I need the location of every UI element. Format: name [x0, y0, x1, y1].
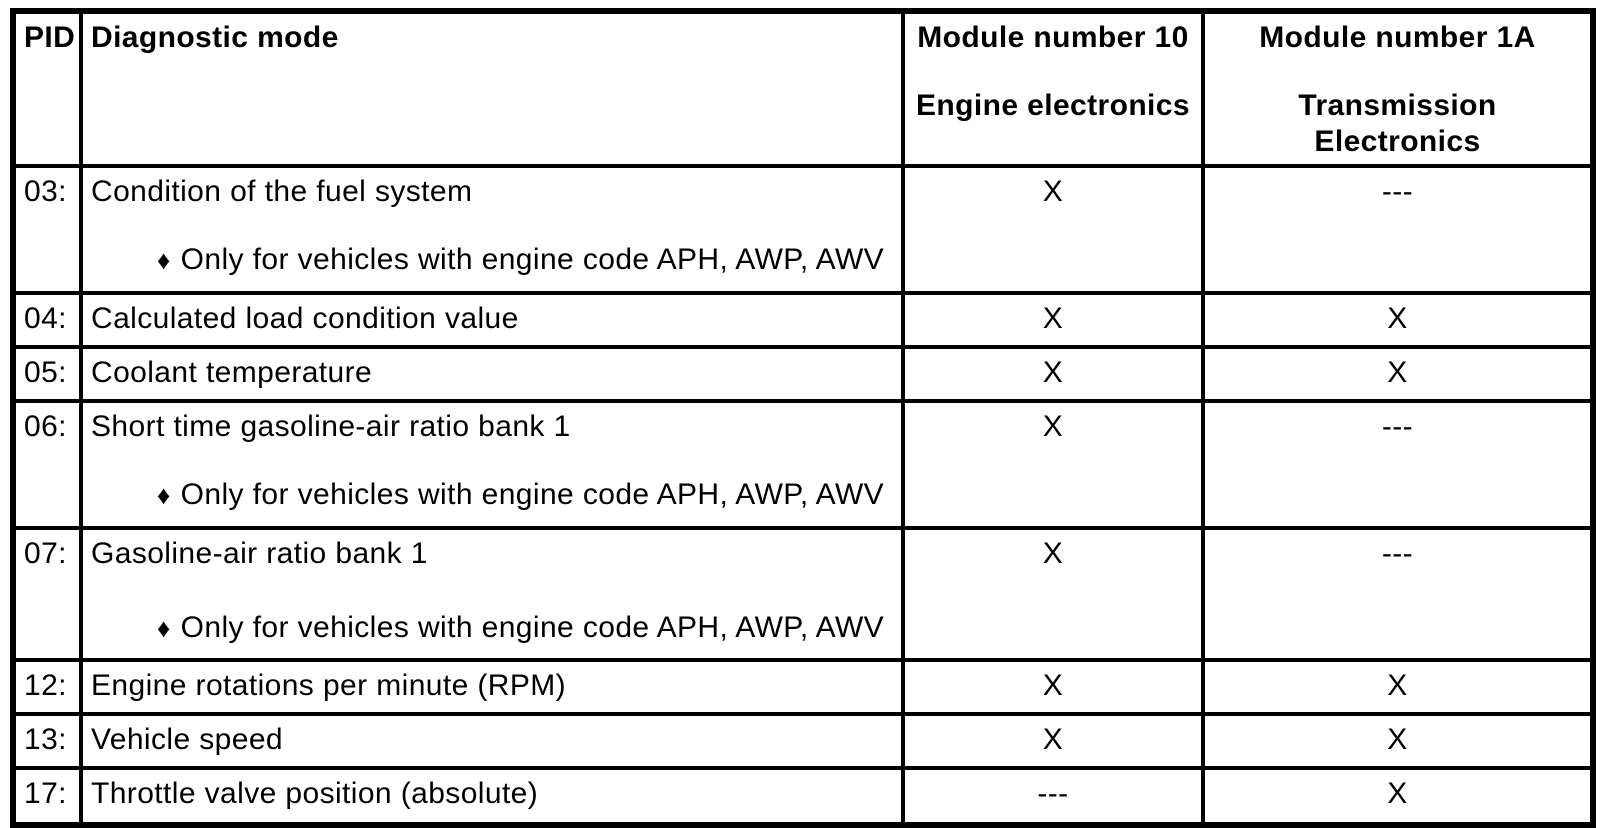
pid-cell: 04: [11, 291, 83, 349]
diamond-bullet-icon: ♦ [157, 245, 171, 275]
scanned-page: PID Diagnostic mode Module number 10 Eng… [10, 8, 1596, 828]
note-text: Only for vehicles with engine code APH, … [180, 611, 885, 644]
module10-cell: X [901, 399, 1205, 530]
module1a-header-number: Module number 1A [1259, 21, 1536, 54]
diagnostic-mode-text: Condition of the fuel system [91, 175, 473, 208]
module1a-cell: X [1201, 291, 1595, 349]
table-row: 12: Engine rotations per minute (RPM) X … [11, 658, 1595, 716]
table-row: 06: Short time gasoline-air ratio bank 1… [11, 399, 1595, 530]
engine-code-note: ♦ Only for vehicles with engine code APH,… [91, 610, 893, 646]
diamond-bullet-icon: ♦ [157, 613, 171, 643]
diagnostic-mode-text: Coolant temperature [91, 356, 373, 389]
pid-cell: 17: [11, 766, 83, 827]
table-header-row: PID Diagnostic mode Module number 10 Eng… [11, 9, 1595, 168]
diagnostic-mode-text: Vehicle speed [91, 723, 284, 756]
module10-header-number: Module number 10 [917, 21, 1189, 54]
module1a-cell: X [1201, 658, 1595, 716]
module1a-cell: X [1201, 712, 1595, 770]
table-row: 05: Coolant temperature X X [11, 345, 1595, 403]
diagnostic-mode-cell: Coolant temperature [79, 345, 905, 403]
module10-cell: X [901, 712, 1205, 770]
diagnostic-mode-cell: Condition of the fuel system ♦ Only for v… [79, 164, 905, 295]
module10-cell: --- [901, 766, 1205, 827]
pid-cell: 13: [11, 712, 83, 770]
module10-cell: X [901, 658, 1205, 716]
diamond-bullet-icon: ♦ [157, 480, 171, 510]
module10-cell: X [901, 291, 1205, 349]
pid-cell: 06: [11, 399, 83, 530]
pid-cell: 07: [11, 526, 83, 662]
module10-cell: X [901, 526, 1205, 662]
module1a-cell: --- [1201, 164, 1595, 295]
diagnostic-mode-cell: Short time gasoline-air ratio bank 1 ♦ On… [79, 399, 905, 530]
module1a-cell: X [1201, 345, 1595, 403]
note-text: Only for vehicles with engine code APH, … [180, 478, 885, 511]
pid-cell: 05: [11, 345, 83, 403]
module1a-cell: --- [1201, 526, 1595, 662]
table-row: 07: Gasoline-air ratio bank 1 ♦ Only for … [11, 526, 1595, 662]
engine-code-note: ♦ Only for vehicles with engine code APH,… [91, 477, 893, 513]
diagnostic-mode-text: Engine rotations per minute (RPM) [91, 669, 567, 702]
diagnostic-mode-cell: Engine rotations per minute (RPM) [79, 658, 905, 716]
module10-cell: X [901, 345, 1205, 403]
pid-cell: 03: [11, 164, 83, 295]
table-row: 04: Calculated load condition value X X [11, 291, 1595, 349]
pid-cell: 12: [11, 658, 83, 716]
module1a-header-name: Transmission Electronics [1298, 89, 1497, 158]
module10-header-name: Engine electronics [916, 89, 1190, 122]
table-row: 03: Condition of the fuel system ♦ Only f… [11, 164, 1595, 295]
pid-header: PID [11, 9, 83, 168]
module1a-header: Module number 1A Transmission Electronic… [1201, 9, 1595, 168]
diagnostic-mode-text: Throttle valve position (absolute) [91, 777, 539, 810]
diagnostic-mode-text: Calculated load condition value [91, 302, 519, 335]
module10-cell: X [901, 164, 1205, 295]
diagnostic-mode-cell: Gasoline-air ratio bank 1 ♦ Only for vehi… [79, 526, 905, 662]
module1a-cell: X [1201, 766, 1595, 827]
module10-header: Module number 10 Engine electronics [901, 9, 1205, 168]
diagnostic-mode-cell: Vehicle speed [79, 712, 905, 770]
diagnostic-mode-table: PID Diagnostic mode Module number 10 Eng… [10, 8, 1596, 828]
note-text: Only for vehicles with engine code APH, … [180, 243, 885, 276]
diagnostic-mode-cell: Throttle valve position (absolute) [79, 766, 905, 827]
table-row: 13: Vehicle speed X X [11, 712, 1595, 770]
table-row: 17: Throttle valve position (absolute) -… [11, 766, 1595, 827]
diagnostic-mode-text: Gasoline-air ratio bank 1 [91, 537, 428, 570]
diagnostic-mode-header: Diagnostic mode [79, 9, 905, 168]
diagnostic-mode-cell: Calculated load condition value [79, 291, 905, 349]
diagnostic-mode-text: Short time gasoline-air ratio bank 1 [91, 410, 571, 443]
module1a-cell: --- [1201, 399, 1595, 530]
engine-code-note: ♦ Only for vehicles with engine code APH,… [91, 242, 893, 278]
